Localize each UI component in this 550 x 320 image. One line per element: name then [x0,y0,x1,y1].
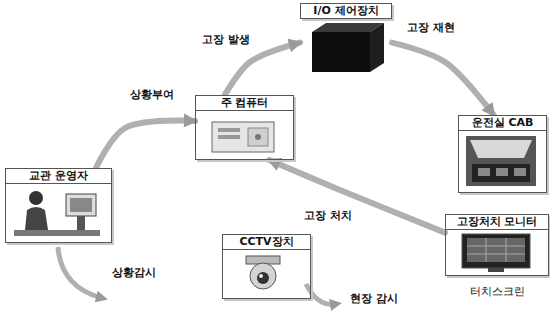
flow-arrow [96,121,195,168]
flow-arrow [392,43,494,115]
box-caption: 터치스크린 [436,284,550,299]
edge-label: 고장 재현 [405,21,457,34]
note-label: 상황감시 [110,266,158,279]
cctv-picture [246,256,280,289]
box-title: CCTV장치 [223,235,310,250]
edge-label: 고장 처치 [302,209,354,222]
edge-label: 고장 발생 [200,33,252,46]
box-title: 교관 운영자 [6,169,111,184]
device-box: 교관 운영자 [5,168,112,243]
device-box: 고장처치 모니터터치스크린 [445,214,549,276]
box-title: I/O 제어장치 [300,3,392,19]
device-box: 주 컴퓨터 [195,95,294,160]
device-box: I/O 제어장치 [300,3,392,75]
cab-picture [466,136,536,186]
io-unit-picture [312,23,384,72]
box-title: 주 컴퓨터 [196,96,293,111]
flow-arrow [225,43,300,95]
monitor-picture [462,234,530,272]
box-title: 고장처치 모니터 [446,215,548,230]
box-title: 운전실 CAB [459,116,546,131]
device-box: CCTV장치 [222,234,311,299]
computer-picture [212,122,274,152]
swoosh-arrow [58,247,102,298]
edge-label: 상황부여 [128,88,176,101]
device-box: 운전실 CAB [458,115,547,193]
flow-arrow [269,160,445,233]
operator-picture [14,191,100,236]
note-label: 현장 감시 [348,292,400,305]
